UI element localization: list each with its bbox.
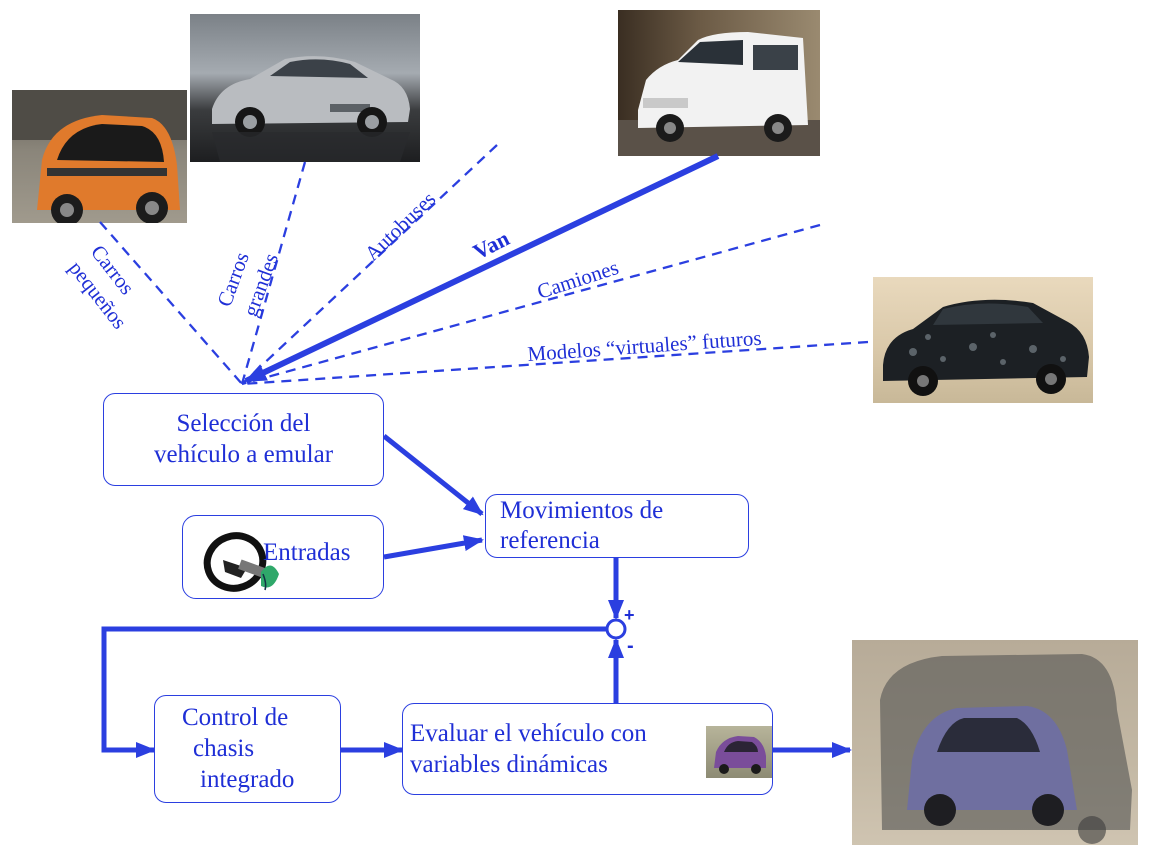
box-evaluate-vehicle: Evaluar el vehículo con variables dinámi… bbox=[402, 703, 773, 795]
box-control-line-2: chasis bbox=[155, 733, 340, 764]
box-inputs-label: Entradas bbox=[263, 537, 350, 568]
box-vehicle-selection-line-1: Selección del bbox=[104, 408, 383, 439]
label-future: Modelos “virtuales” futuros bbox=[527, 326, 763, 366]
sum-plus-sign: + bbox=[624, 605, 635, 625]
box-control-line-3: integrado bbox=[155, 764, 340, 795]
box-reference-movements-line-2: referencia bbox=[500, 526, 748, 556]
box-control-line-1: Control de bbox=[155, 702, 340, 733]
label-buses: Autobuses bbox=[360, 187, 440, 266]
sum-minus-sign: - bbox=[627, 635, 634, 657]
box-inputs: Entradas bbox=[182, 515, 384, 599]
car-thumbnail bbox=[706, 726, 772, 778]
box-reference-movements: Movimientos de referencia bbox=[485, 494, 749, 558]
label-trucks: Camiones bbox=[534, 255, 621, 304]
box-vehicle-selection: Selección del vehículo a emular bbox=[103, 393, 384, 486]
box-integrated-chassis-control: Control de chasis integrado bbox=[154, 695, 341, 803]
box-reference-movements-line-1: Movimientos de bbox=[500, 496, 748, 526]
arrow-selection-to-reference bbox=[384, 436, 482, 514]
summing-junction bbox=[607, 620, 625, 638]
box-vehicle-selection-line-2: vehículo a emular bbox=[104, 439, 383, 470]
arrow-inputs-to-reference bbox=[384, 540, 482, 557]
